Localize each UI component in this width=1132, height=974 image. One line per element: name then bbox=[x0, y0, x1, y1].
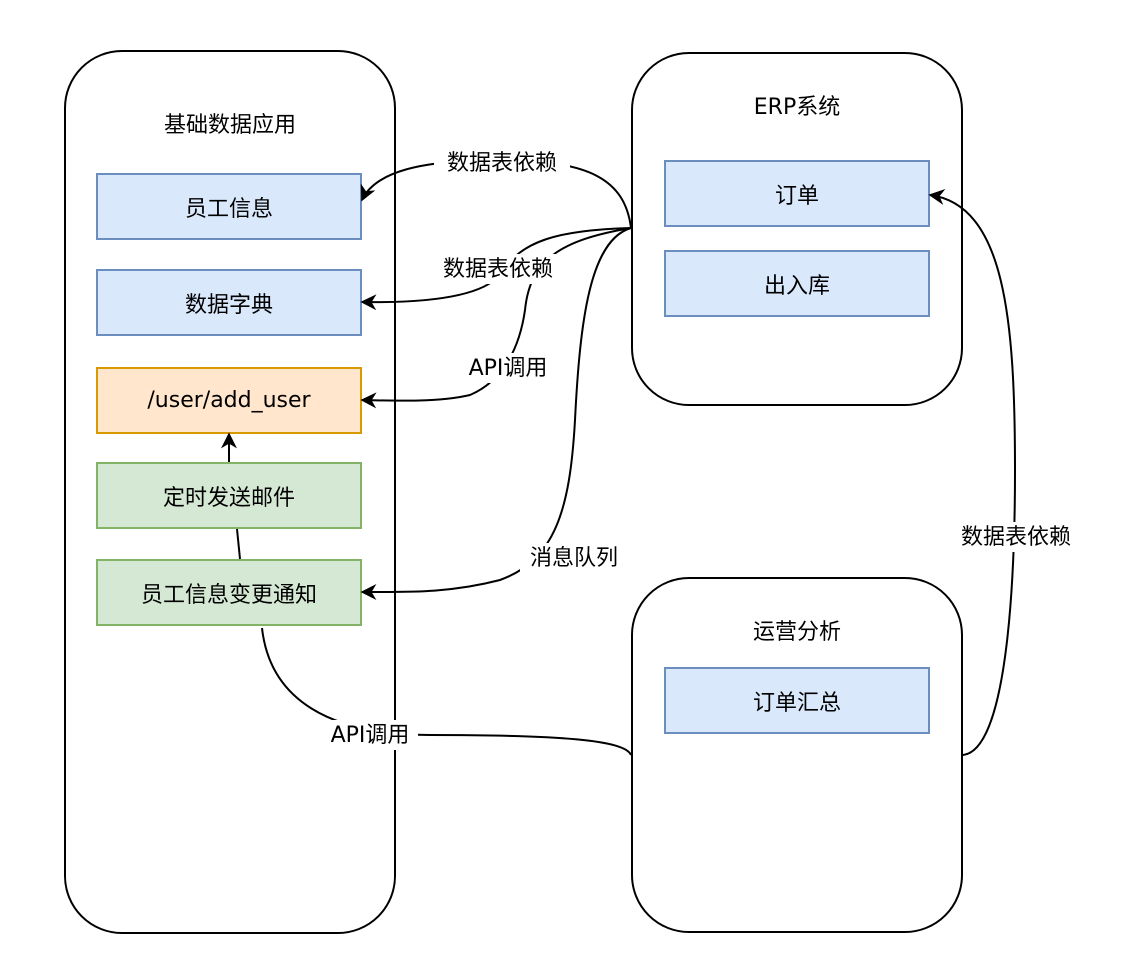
inbound-outbound-node[interactable]: 出入库 bbox=[664, 250, 930, 317]
edge-label-table-dependency-2: 数据表依赖 bbox=[443, 257, 553, 282]
edge-label-table-dependency-1: 数据表依赖 bbox=[447, 151, 557, 176]
erp-system-container: ERP系统 bbox=[631, 52, 963, 406]
ops-analysis-title: 运营分析 bbox=[752, 620, 841, 645]
order-node[interactable]: 订单 bbox=[664, 160, 930, 227]
ops-analysis-container: 运营分析 bbox=[631, 577, 963, 933]
edge-erp-to-change-notice bbox=[360, 227, 632, 601]
edge-label-api-call-2: API调用 bbox=[331, 723, 410, 748]
edge-label-api-call-1: API调用 bbox=[469, 356, 548, 381]
edge-ops-to-change-notice bbox=[261, 627, 632, 756]
add-user-api-node[interactable]: /user/add_user bbox=[96, 367, 362, 434]
edge-change-notice-connector bbox=[236, 528, 241, 560]
erp-system-title: ERP系统 bbox=[753, 95, 841, 120]
employee-info-node[interactable]: 员工信息 bbox=[96, 173, 362, 240]
base-data-app-title: 基础数据应用 bbox=[163, 113, 296, 138]
employee-change-notice-node[interactable]: 员工信息变更通知 bbox=[96, 559, 362, 626]
edge-ops-to-order bbox=[928, 188, 1017, 756]
data-dictionary-node[interactable]: 数据字典 bbox=[96, 269, 362, 336]
edge-label-message-queue: 消息队列 bbox=[530, 546, 618, 571]
edge-label-table-dependency-3: 数据表依赖 bbox=[961, 525, 1071, 550]
scheduled-email-node[interactable]: 定时发送邮件 bbox=[96, 462, 362, 529]
edge-erp-to-add-user bbox=[360, 227, 632, 409]
order-summary-node[interactable]: 订单汇总 bbox=[664, 667, 930, 734]
